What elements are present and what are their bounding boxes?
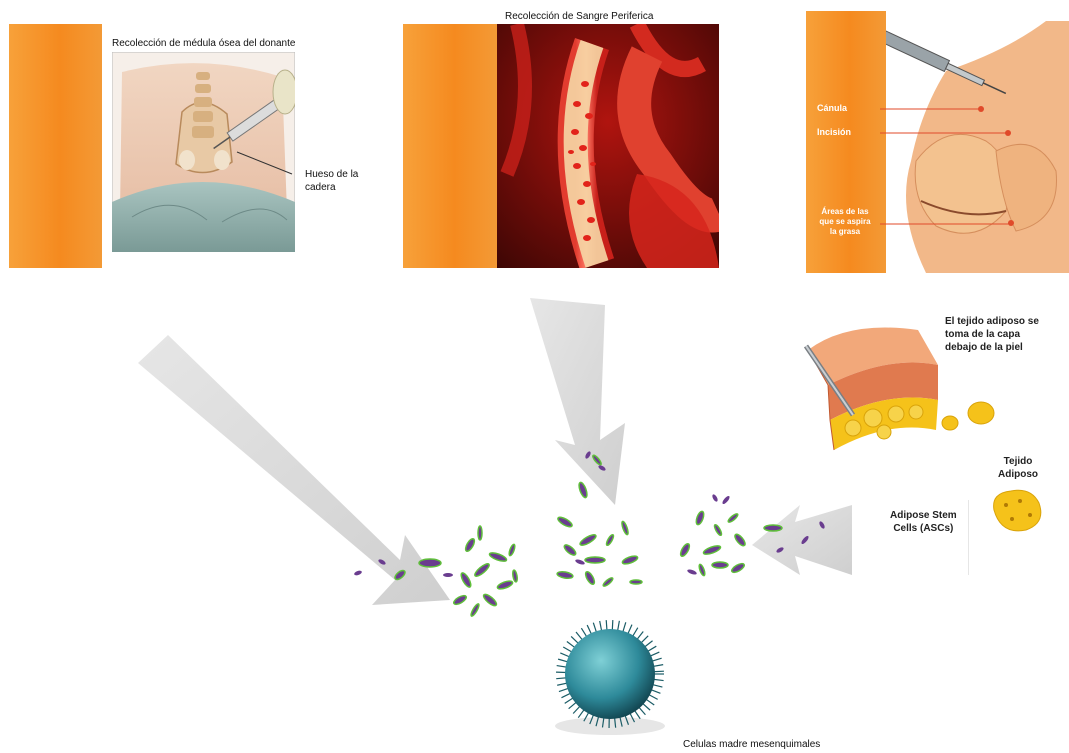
stem-cell-particle — [482, 593, 498, 608]
stem-cell-particle — [592, 454, 603, 466]
stem-cell-particle — [443, 573, 453, 577]
stem-cell-particle — [687, 568, 698, 575]
stem-cell-particle — [508, 544, 516, 557]
stem-cell-particle — [393, 569, 406, 581]
stem-cell-particle — [464, 537, 476, 552]
adipose-tissue-label-line1: Tejido — [998, 455, 1038, 468]
stem-cell-particle — [733, 533, 747, 548]
adipose-small-blobs — [938, 398, 998, 438]
stem-cell-particle — [563, 543, 578, 557]
adipose-caption-line2: toma de la capa — [945, 328, 1039, 341]
stem-cell-particle — [557, 571, 574, 580]
stem-cell-particle — [776, 546, 785, 553]
asc-label: Adipose Stem Cells (ASCs) — [890, 509, 957, 535]
stem-cell-particle — [584, 570, 596, 585]
stem-cell-particle — [711, 494, 718, 503]
stem-cell-particle — [579, 533, 598, 547]
stem-cell-particle — [496, 579, 513, 590]
stem-cell-particle — [512, 570, 518, 583]
stem-cell-particle — [598, 464, 607, 471]
stem-cell-particle — [575, 558, 586, 565]
adipose-tissue-blob — [986, 485, 1046, 535]
stem-cell-particle — [698, 564, 706, 577]
stem-cell-particle — [712, 562, 728, 568]
stem-cell-particle — [721, 495, 730, 505]
stem-cell-particle — [459, 572, 472, 589]
adipose-caption-line1: El tejido adiposo se — [945, 315, 1039, 328]
adipose-caption: El tejido adiposo se toma de la capa deb… — [945, 315, 1039, 354]
stem-cell-particle — [478, 526, 482, 540]
stem-cell-particle — [419, 559, 441, 567]
stem-cell-particle — [621, 521, 630, 536]
stem-cell-particle — [585, 557, 605, 563]
stem-cell-particle — [557, 515, 574, 528]
result-label: Celulas madre mesenquimales — [683, 738, 820, 751]
stem-cell-particle — [818, 521, 825, 530]
stem-cell-particle — [473, 562, 491, 578]
asc-label-line2: Cells (ASCs) — [890, 522, 957, 535]
stem-cell-particle — [584, 451, 591, 460]
stem-cell-particle — [378, 558, 387, 565]
mesenchymal-stem-cell-illustration — [540, 614, 680, 744]
stem-cell-particle — [605, 534, 614, 546]
adipose-divider-line — [968, 500, 969, 575]
stem-cell-particle — [679, 542, 691, 557]
stem-cell-particle — [630, 580, 642, 584]
stem-cell-particle — [800, 535, 809, 545]
adipose-skin-illustration — [798, 310, 948, 458]
stem-cell-particle — [577, 481, 588, 498]
stem-cell-particle — [764, 525, 782, 531]
asc-label-line1: Adipose Stem — [890, 509, 957, 522]
stem-cell-particle — [621, 554, 638, 565]
adipose-tissue-label: Tejido Adiposo — [998, 455, 1038, 481]
stem-cell-particle — [730, 562, 745, 574]
adipose-caption-line3: debajo de la piel — [945, 341, 1039, 354]
stem-cell-particle — [727, 513, 739, 524]
stem-cell-particle — [695, 510, 705, 525]
cells-layer — [340, 400, 860, 620]
stem-cell-particle — [452, 594, 467, 606]
stem-cell-particle — [489, 551, 508, 563]
stem-cell-particle — [602, 577, 614, 588]
stem-cell-particle — [354, 570, 363, 576]
adipose-tissue-label-line2: Adiposo — [998, 468, 1038, 481]
stem-cell-particle — [703, 544, 722, 556]
stem-cell-particle — [713, 524, 722, 536]
stem-cell-particle — [470, 603, 480, 617]
